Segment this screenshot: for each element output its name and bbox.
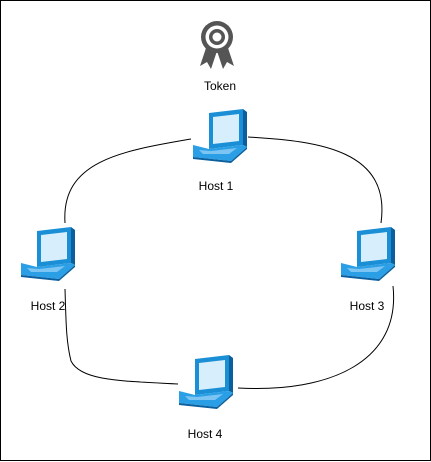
host-1-label: Host 1 (198, 179, 234, 193)
laptop-icon (179, 355, 233, 409)
token-node (197, 19, 237, 71)
host-2-label: Host 2 (30, 299, 66, 313)
host-3-node[interactable] (339, 225, 397, 286)
link-host3-host4 (237, 285, 395, 390)
host-4-node[interactable] (177, 353, 235, 414)
token-label: Token (203, 79, 237, 93)
link-host4-host2 (64, 288, 179, 385)
laptop-icon (21, 227, 75, 281)
host-2-node[interactable] (19, 225, 77, 286)
link-host1-host3 (247, 136, 383, 224)
host-3-label: Host 3 (349, 299, 385, 313)
host-4-label: Host 4 (187, 427, 223, 441)
award-ribbon-icon (200, 21, 234, 69)
link-host2-host1 (64, 138, 192, 224)
laptop-icon (341, 227, 395, 281)
host-1-node[interactable] (191, 107, 249, 168)
laptop-icon (193, 109, 247, 163)
